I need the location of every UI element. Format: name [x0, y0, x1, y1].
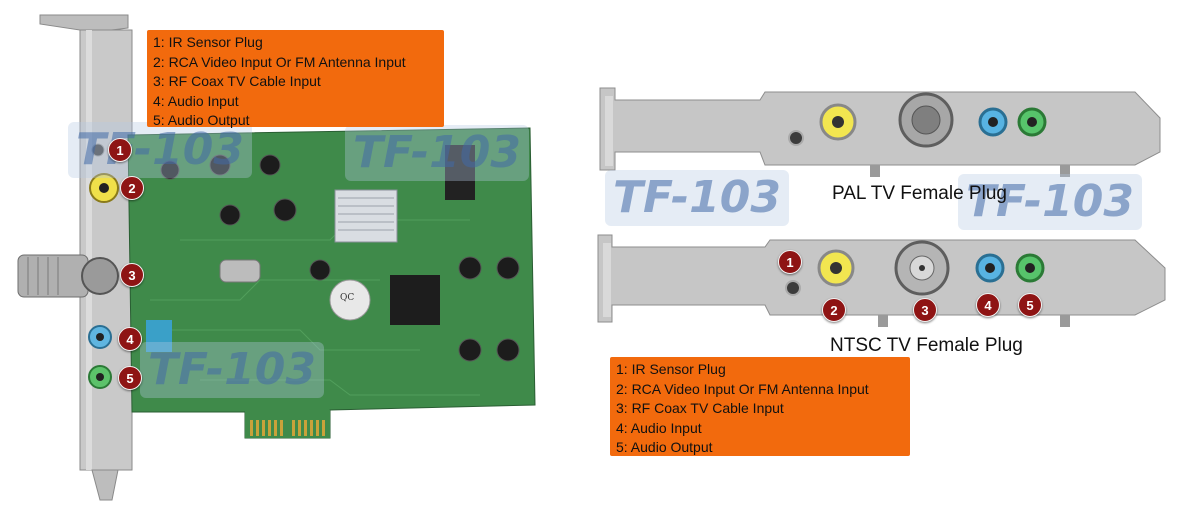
legend-bottom: 1: IR Sensor Plug 2: RCA Video Input Or … [610, 357, 910, 456]
legend-item: 2: RCA Video Input Or FM Antenna Input [153, 53, 406, 70]
marker-ntsc-audio-in: 4 [976, 293, 1000, 317]
watermark-right-2: TF-103 [958, 174, 1142, 230]
marker-ntsc-ir-sensor: 1 [778, 250, 802, 274]
watermark-left-2: TF-103 [345, 125, 529, 181]
legend-item: 4: Audio Input [153, 92, 239, 109]
marker-rf-coax: 3 [120, 263, 144, 287]
legend-item: 1: IR Sensor Plug [616, 361, 726, 377]
marker-ir-sensor: 1 [108, 138, 132, 162]
marker-rca-video: 2 [120, 176, 144, 200]
marker-audio-out: 5 [118, 366, 142, 390]
legend-item: 3: RF Coax TV Cable Input [616, 400, 784, 416]
watermark-right-1: TF-103 [605, 170, 789, 226]
marker-ntsc-rf-coax: 3 [913, 298, 937, 322]
marker-ntsc-rca-video: 2 [822, 298, 846, 322]
legend-item: 5: Audio Output [616, 439, 713, 455]
legend-item: 4: Audio Input [616, 419, 702, 436]
watermark-left-3: TF-103 [140, 342, 324, 398]
ntsc-caption: NTSC TV Female Plug [830, 335, 1023, 356]
legend-item: 3: RF Coax TV Cable Input [153, 73, 321, 89]
legend-top: 1: IR Sensor Plug 2: RCA Video Input Or … [147, 30, 444, 128]
marker-audio-in: 4 [118, 327, 142, 351]
legend-item: 2: RCA Video Input Or FM Antenna Input [616, 380, 869, 397]
marker-ntsc-audio-out: 5 [1018, 293, 1042, 317]
legend-item: 5: Audio Output [153, 112, 250, 128]
svg-text:QC: QC [340, 293, 354, 303]
watermark-left-1: TF-103 [68, 122, 252, 178]
pal-caption: PAL TV Female Plug [832, 183, 1007, 204]
legend-item: 1: IR Sensor Plug [153, 34, 263, 50]
